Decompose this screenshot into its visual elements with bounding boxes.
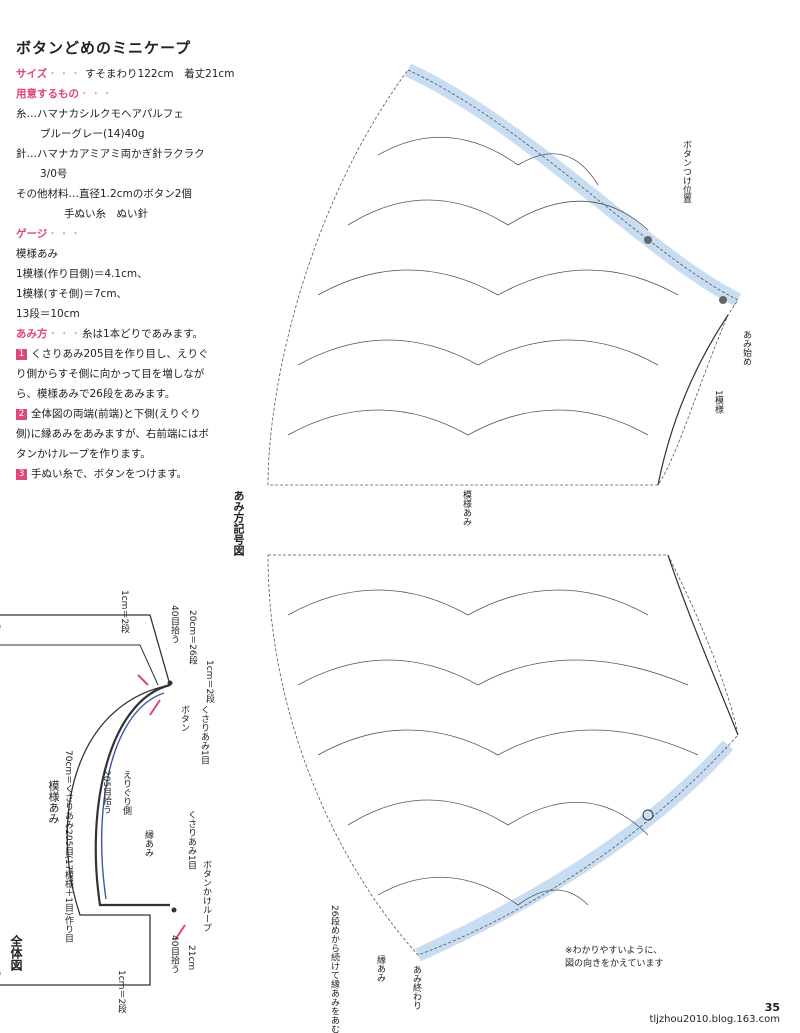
chart-pattern-label: 模様あみ	[461, 490, 471, 526]
schematic-dim-1cm-c: 1cm＝2段	[116, 970, 126, 1014]
chart-edge-end: あみ終わり	[411, 965, 421, 1010]
schematic-pickup-205: 205目拾う	[101, 770, 111, 815]
chart-one-motif: 1模様	[713, 390, 723, 414]
orientation-note: ※わかりやすいように、 図の向きをかえています	[565, 945, 664, 971]
size-text: すそまわり122cm 着丈21cm	[85, 68, 235, 80]
schematic-kusari-1: くさりあみ1目	[186, 810, 196, 870]
method-intro: 糸は1本どりであみます。	[82, 328, 204, 340]
step-3-text-a: 手ぬい糸で、ボタンをつけます。	[31, 468, 188, 480]
lower-fan-row-5	[377, 876, 589, 906]
schematic-button: ボタン	[179, 705, 189, 732]
schematic-title: 全体図	[9, 935, 23, 971]
step-2-number: 2	[16, 408, 27, 420]
cape-outer-edge	[0, 614, 171, 986]
schematic-dim-20: 20cm＝26段	[187, 610, 197, 665]
site-label: tljzhou2010.blog.163.com	[649, 1014, 780, 1025]
schematic-cast-on: 70cm＝くさりあみ205目(17模様＋1目)作り目	[63, 750, 73, 943]
pink-arrow-1	[149, 699, 161, 716]
other-line-1: その他材料…直径1.2cmのボタン2個	[16, 188, 192, 200]
upper-fan-row-5	[377, 136, 599, 186]
materials-label: 用意するもの	[16, 88, 79, 100]
neck-edge-upper	[657, 314, 729, 486]
overall-schematic	[0, 614, 186, 986]
chart-continue-note: 26段めから続けて縁あみをあむ	[329, 905, 339, 1033]
loop-marker	[642, 809, 654, 821]
button-position-1	[644, 236, 652, 244]
upper-fan-row-4	[347, 199, 649, 231]
schematic-dim-1cm-a: 1cm＝2段	[119, 590, 129, 634]
schematic-pattern-label: 模様あみ	[47, 780, 60, 824]
step-2-text-c: タンかけループを作ります。	[16, 448, 151, 460]
lower-fan-row-2	[297, 659, 689, 686]
schematic-pick-40b: 40目拾う	[169, 935, 179, 974]
chart-edge-label: 縁あみ	[375, 955, 385, 982]
pink-arrow-3	[174, 924, 186, 941]
materials-heading: 用意するもの・・・	[16, 84, 316, 104]
lower-fan-row-1	[287, 589, 649, 616]
gauge-line-1: 模様あみ	[16, 248, 58, 260]
step-2-text-b: 側)に縁あみをあみますが、右前端にはボ	[16, 428, 209, 440]
schematic-dim-1cm-b: 1cm＝2段	[204, 660, 214, 704]
step-1-text-a: くさりあみ205目を作り目し、えりぐ	[31, 348, 209, 360]
step-1-text-c: ら、模様あみで26段をあみます。	[16, 388, 176, 400]
chart-start-label: あみ始め	[741, 330, 751, 366]
step-1: 1 くさりあみ205目を作り目し、えりぐ	[16, 344, 316, 364]
method-heading: あみ方・・・糸は1本どりであみます。	[16, 324, 316, 344]
upper-fan-row-1	[287, 409, 649, 436]
page-title: ボタンどめのミニケープ	[16, 39, 192, 57]
cape-neck-curve-inner	[100, 692, 165, 900]
step-1-number: 1	[16, 348, 27, 360]
needle-line-1: 針…ハマナカアミアミ両かぎ針ラクラク	[16, 148, 205, 160]
neck-edge-lower	[667, 554, 739, 736]
step-3-number: 3	[16, 468, 27, 480]
step-1-text-b: り側からすそ側に向かって目を増しなが	[16, 368, 205, 380]
schematic-button-loop: ボタンかけループ	[201, 860, 211, 932]
lower-fan-row-3	[317, 729, 699, 756]
cape-neck-curve	[94, 683, 171, 907]
upper-fan-row-2	[297, 339, 659, 366]
pink-arrow-2	[137, 674, 149, 686]
schematic-eriguri: えりぐり側	[121, 770, 131, 815]
note-line-2: 図の向きをかえています	[565, 959, 664, 969]
gauge-heading: ゲージ・・・	[16, 224, 316, 244]
note-line-1: ※わかりやすいように、	[565, 946, 663, 956]
step-2-text-a: 全体図の両端(前端)と下側(えりぐり	[31, 408, 201, 420]
button-dot-2	[171, 907, 177, 913]
upper-section-outline	[267, 69, 739, 486]
instructions: ボタンどめのミニケープ サイズ・・・ すそまわり122cm 着丈21cm 用意す…	[16, 38, 316, 484]
footer: 35 tljzhou2010.blog.163.com	[649, 1002, 780, 1026]
gauge-label: ゲージ	[16, 228, 48, 240]
lower-fan-row-4	[347, 799, 649, 836]
size-line: サイズ・・・ すそまわり122cm 着丈21cm	[16, 64, 316, 84]
chart-title: あみ方記号図	[232, 490, 245, 556]
button-dot-1	[167, 680, 173, 686]
needle-line-2: 3/0号	[40, 168, 68, 180]
schematic-dim-21: 21cm	[186, 945, 196, 971]
materials-dots: ・・・	[79, 88, 114, 100]
button-position-2	[719, 296, 727, 304]
step-2: 2 全体図の両端(前端)と下側(えりぐり	[16, 404, 316, 424]
cape-inner-edge	[0, 644, 159, 686]
schematic-pick-40a: 40目拾う	[169, 605, 179, 644]
yarn-line-1: 糸…ハマナカシルクモヘアパルフェ	[16, 108, 184, 120]
schematic-fuchi: 縁あみ	[143, 830, 153, 857]
blue-border-bottom	[415, 740, 734, 962]
crochet-symbol-chart	[267, 63, 742, 962]
size-label: サイズ	[16, 68, 48, 80]
chart-button-position: ボタンつけ位置	[681, 140, 691, 203]
size-dots: ・・・	[47, 68, 82, 80]
page-number: 35	[764, 1001, 780, 1014]
method-dots: ・・・	[47, 328, 82, 340]
upper-fan-row-3	[317, 269, 679, 296]
gauge-line-3: 1模様(すそ側)＝7cm、	[16, 288, 128, 300]
yarn-line-2: ブルーグレー(14)40g	[40, 128, 145, 140]
gauge-line-2: 1模様(作り目側)＝4.1cm、	[16, 268, 148, 280]
gauge-line-4: 13段＝10cm	[16, 308, 80, 320]
schematic-kusari-1b: くさりあみ1目	[199, 705, 209, 765]
step-3: 3 手ぬい糸で、ボタンをつけます。	[16, 464, 316, 484]
method-label: あみ方	[16, 328, 48, 340]
gauge-dots: ・・・	[47, 228, 82, 240]
other-line-2: 手ぬい糸 ぬい針	[64, 208, 148, 220]
